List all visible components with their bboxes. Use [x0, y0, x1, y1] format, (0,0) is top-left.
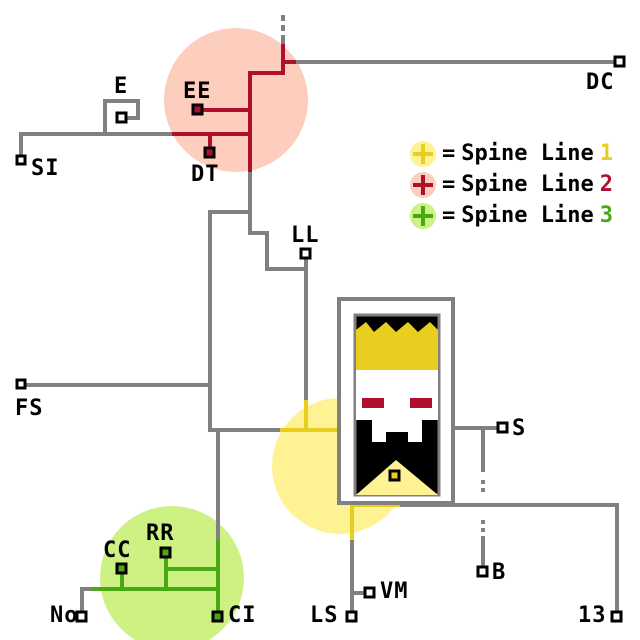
legend-text: Spine Line: [461, 203, 594, 228]
gray-lines: [19, 15, 620, 617]
spine-green-icon: [410, 203, 436, 229]
spine-3-lines: [92, 540, 220, 617]
node-label-13[interactable]: 13: [578, 603, 607, 628]
node-label-fs[interactable]: FS: [15, 396, 44, 421]
legend-num: 2: [599, 172, 613, 197]
node-label-b[interactable]: B: [492, 560, 507, 585]
node-label-e[interactable]: E: [114, 74, 129, 99]
legend-text: Spine Line: [461, 141, 594, 166]
node-label-ee[interactable]: EE: [183, 79, 212, 104]
spine-yellow-icon: [410, 141, 436, 167]
node-label-cc[interactable]: CC: [103, 538, 132, 563]
node-label-si[interactable]: SI: [31, 156, 60, 181]
legend-spine-3: = Spine Line 3: [410, 203, 613, 229]
spine-2-lines: [172, 44, 296, 172]
spine-3-zone: [100, 506, 244, 640]
legend-eq: =: [442, 172, 456, 197]
boss-banner: [337, 297, 455, 505]
node-label-rr[interactable]: RR: [146, 521, 175, 546]
legend-spine-1: = Spine Line 1: [410, 141, 613, 167]
legend-num: 3: [599, 203, 613, 228]
node-label-ll[interactable]: LL: [291, 223, 320, 248]
node-label-ls[interactable]: LS: [310, 603, 339, 628]
legend-num: 1: [599, 141, 613, 166]
legend-eq: =: [442, 141, 456, 166]
node-squares: [15, 55, 626, 623]
node-label-dt[interactable]: DT: [191, 162, 220, 187]
legend-spine-2: = Spine Line 2: [410, 172, 613, 198]
node-label-ci[interactable]: CI: [228, 603, 257, 628]
node-label-vm[interactable]: VM: [380, 579, 409, 604]
spine-red-icon: [410, 172, 436, 198]
legend-text: Spine Line: [461, 172, 594, 197]
node-label-no[interactable]: No: [50, 603, 79, 628]
legend-eq: =: [442, 203, 456, 228]
node-label-s[interactable]: S: [512, 416, 527, 441]
node-label-dc[interactable]: DC: [586, 70, 615, 95]
